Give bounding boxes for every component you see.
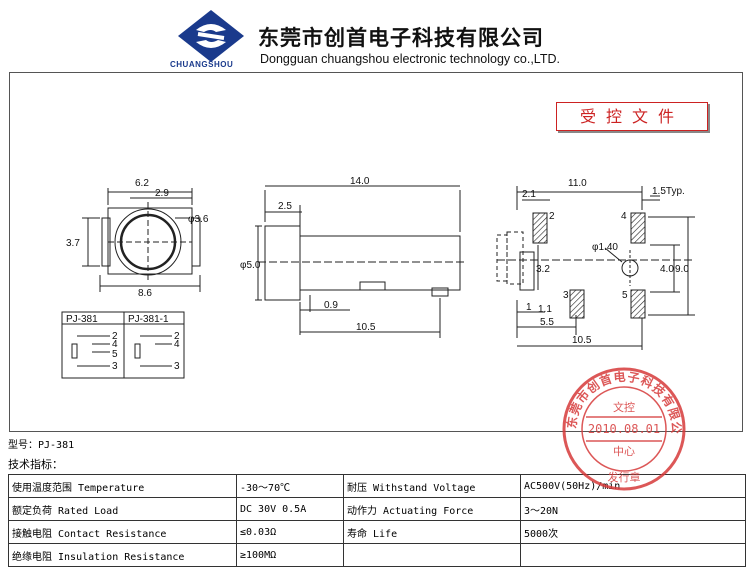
- pin-label-2: 2: [549, 211, 555, 222]
- dim-side-diameter: φ5.0: [240, 260, 261, 271]
- spec-cell: 接触电阻 Contact Resistance: [8, 520, 237, 544]
- spec-cell: 耐压 Withstand Voltage: [343, 474, 521, 498]
- dim-front-a: 2.9: [155, 188, 169, 199]
- drawing-frame: [9, 72, 743, 432]
- dim-side-length: 14.0: [350, 176, 370, 187]
- spec-cell: 3～20N: [520, 497, 746, 521]
- stamp-line-4: 发行章: [608, 470, 641, 484]
- pad-4: [630, 212, 646, 244]
- company-logo: [178, 10, 244, 62]
- schematic-a-pin-2: 2: [112, 331, 118, 342]
- schematic-b-pin-3: 3: [174, 361, 180, 372]
- spec-cell: 寿命 Life: [343, 520, 521, 544]
- front-right-tab: [191, 217, 201, 267]
- approval-stamp: 东莞市创首电子科技有限公司 文控 2010.08.01 中心 发行章: [560, 365, 686, 491]
- side-front-cap: [264, 225, 301, 301]
- spec-cell: ≥100MΩ: [236, 543, 344, 567]
- spec-cell: -30～70℃: [236, 474, 344, 498]
- pin-label-4: 4: [621, 211, 627, 222]
- spec-cell: 动作力 Actuating Force: [343, 497, 521, 521]
- dim-pcb-width: 11.0: [568, 178, 587, 189]
- pad-2: [532, 212, 548, 244]
- controlled-document-label: 受控文件: [556, 102, 708, 131]
- dim-pcb-diameter: φ1.40: [592, 242, 618, 253]
- dim-front-height: 3.7: [66, 238, 80, 249]
- technical-drawing: 6.2 2.9 φ3.6 3.7 8.6 14.0 2.5 φ5.0 0.9 1…: [61, 176, 695, 379]
- dim-pcb-h2: 4.0: [660, 264, 674, 275]
- schematic-title-a: PJ-381: [66, 314, 98, 325]
- spec-cell: AC500V(50Hz)/min: [520, 474, 746, 498]
- pad-3: [569, 289, 585, 319]
- schematic-title-b: PJ-381-1: [128, 314, 169, 325]
- schematic-a-pin-3: 3: [112, 361, 118, 372]
- dim-pcb-typ: 1.5Typ.: [652, 186, 685, 197]
- pin-label-5: 5: [622, 290, 628, 301]
- spec-cell: DC 30V 0.5A: [236, 497, 344, 521]
- spec-cell: 绝缘电阻 Insulation Resistance: [8, 543, 237, 567]
- schematic-b-pin-4: 4: [174, 339, 180, 350]
- stamp-line-1: 文控: [613, 400, 635, 414]
- dim-pcb-a: 2.1: [522, 189, 536, 200]
- model-label: 型号：PJ-381: [8, 440, 75, 451]
- spec-cell: [520, 543, 746, 567]
- pin-label-1: 1: [526, 302, 532, 313]
- stamp-line-3: 中心: [613, 445, 635, 458]
- logo-text: CHUANGSHOU: [170, 60, 234, 69]
- company-name-cn: 东莞市创首电子科技有限公司: [258, 26, 544, 50]
- front-body: [107, 207, 193, 275]
- dim-pcb-length: 10.5: [572, 335, 592, 346]
- company-name-en: Dongguan chuangshou electronic technolog…: [260, 52, 560, 66]
- schematic-a-pin-4: 4: [112, 339, 118, 350]
- dim-pcb-h1: 3.2: [536, 264, 550, 275]
- spec-cell: ≤0.03Ω: [236, 520, 344, 544]
- spec-cell: 使用温度范围 Temperature: [8, 474, 237, 498]
- dim-pcb-h3: 9.0: [675, 264, 689, 275]
- dim-side-a: 2.5: [278, 201, 292, 212]
- spec-heading: 技术指标：: [8, 458, 63, 471]
- stamp-date: 2010.08.01: [588, 422, 660, 436]
- dim-front-base: 8.6: [138, 288, 152, 299]
- dim-pcb-c: 5.5: [540, 317, 554, 328]
- spec-cell: 额定负荷 Rated Load: [8, 497, 237, 521]
- dim-front-diameter: φ3.6: [188, 214, 209, 225]
- pin-label-3: 3: [563, 290, 569, 301]
- spec-cell: [343, 543, 521, 567]
- pad-5: [630, 289, 646, 319]
- dim-side-b: 0.9: [324, 300, 338, 311]
- schematic-b-pin-2: 2: [174, 331, 180, 342]
- spec-cell: 5000次: [520, 520, 746, 544]
- table-row: 绝缘电阻 Insulation Resistance≥100MΩ: [8, 543, 746, 567]
- dim-side-c: 10.5: [356, 322, 376, 333]
- schematic-a-pin-5: 5: [112, 349, 118, 360]
- dim-front-width: 6.2: [135, 178, 149, 189]
- dim-pcb-b: 1.1: [538, 304, 552, 315]
